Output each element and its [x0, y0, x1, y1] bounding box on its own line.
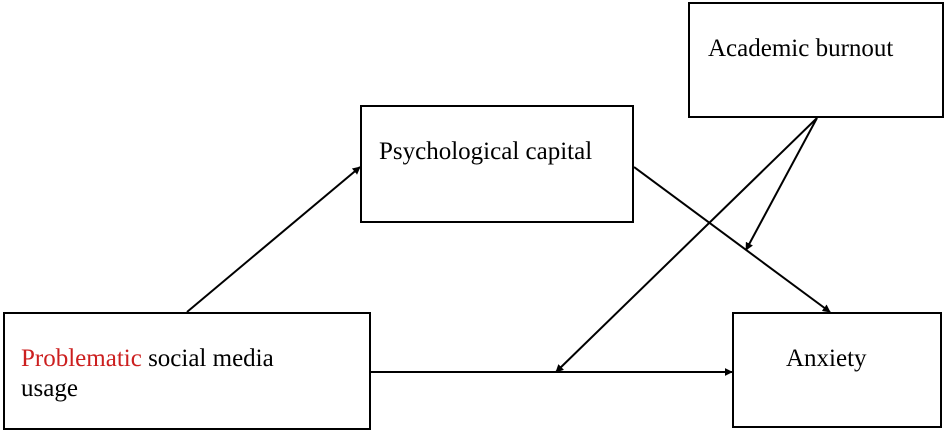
- node-label: social media: [141, 345, 274, 372]
- node-problematic-social-media-usage: Problematic social media usage: [3, 312, 371, 430]
- edge-burnout-moderates-psych-anxiety: [745, 117, 818, 251]
- node-label-highlight: Problematic: [21, 345, 142, 372]
- node-anxiety: Anxiety: [732, 312, 942, 428]
- node-label: Academic burnout: [708, 35, 894, 62]
- node-academic-burnout: Academic burnout: [688, 2, 944, 118]
- edge-psmu-to-psychological-capital: [186, 166, 361, 313]
- node-label: usage: [21, 375, 78, 402]
- edge-burnout-moderates-psmu-anxiety: [555, 117, 818, 373]
- node-label: Anxiety: [786, 345, 867, 372]
- node-psychological-capital: Psychological capital: [360, 105, 634, 223]
- node-label: Psychological capital: [379, 138, 593, 165]
- edge-psychological-capital-to-anxiety: [633, 166, 831, 313]
